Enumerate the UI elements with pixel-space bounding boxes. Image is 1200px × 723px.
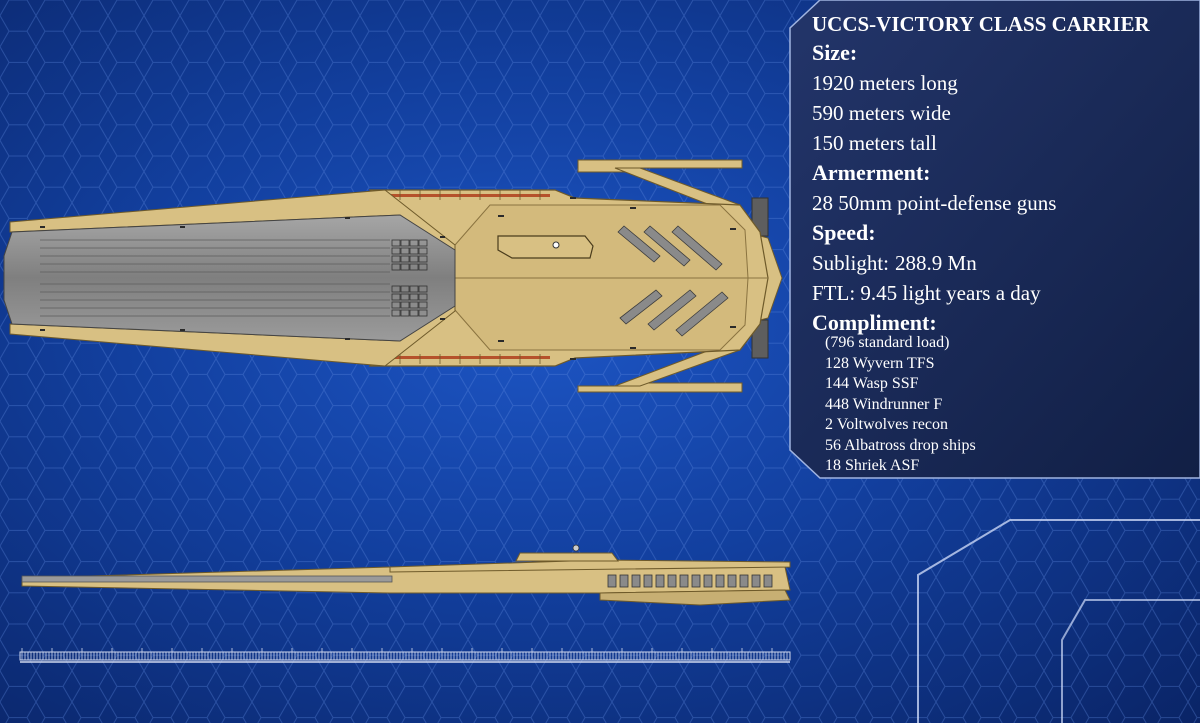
speed-sublight: Sublight:288.9 Mn [812, 248, 1197, 278]
bridge-hatch [497, 235, 594, 259]
compliment-item: 56 Albatross drop ships [825, 436, 976, 454]
frame-line-decoration [917, 519, 1200, 723]
info-panel [789, 0, 1200, 479]
ship-side-view [21, 544, 791, 606]
compliment-item: (796 standard load) [825, 334, 950, 351]
compliment-item: 144 Wasp SSF [825, 375, 919, 392]
compliment-item: 2 Voltwolves recon [825, 416, 948, 433]
spec-panel: UCCS-VICTORY CLASS CARRIER Size: 1920 me… [812, 10, 1197, 477]
sublight-value: 288.9 Mn [895, 251, 977, 275]
size-height: 150 meters tall [812, 131, 937, 155]
side-hangar-cells [607, 574, 773, 588]
red-stripe-lower [385, 354, 550, 364]
point-defense-marks [40, 197, 736, 360]
sublight-label: Sublight: [812, 251, 890, 275]
speed-ftl: FTL: 9.45 light years a day [812, 281, 1041, 305]
hangar-bay [3, 214, 456, 342]
side-dome [572, 544, 580, 552]
armament-guns: 28 50mm point-defense guns [812, 191, 1057, 215]
size-width: 590 meters wide [812, 101, 951, 125]
side-barrel [21, 575, 393, 583]
frame-line-decoration-2 [1061, 599, 1200, 723]
size-heading: Size: [812, 40, 858, 65]
compliment-item: 128 Wyvern TFS [825, 354, 935, 372]
size-length: 1920 meters long [812, 71, 958, 95]
armament-heading: Armerment: [812, 160, 931, 185]
vent-group-lower [619, 289, 729, 337]
ship-top-view [3, 159, 783, 393]
side-hull-lower [599, 589, 791, 606]
red-stripe-upper [385, 190, 550, 200]
ship-title: UCCS-VICTORY CLASS CARRIER [812, 12, 1150, 36]
hangar-bay-lines [40, 239, 390, 317]
side-tower [515, 552, 619, 562]
hangar-door-cells [391, 239, 428, 317]
compliment-item: 18 Shriek ASF [825, 457, 920, 474]
scale-ruler [19, 648, 791, 663]
compliment-item: 448 Windrunner F [825, 395, 943, 413]
speed-heading: Speed: [812, 220, 876, 245]
vent-group-upper [617, 225, 723, 271]
compliment-heading: Compliment: [812, 310, 937, 335]
bridge-dome [552, 241, 560, 249]
